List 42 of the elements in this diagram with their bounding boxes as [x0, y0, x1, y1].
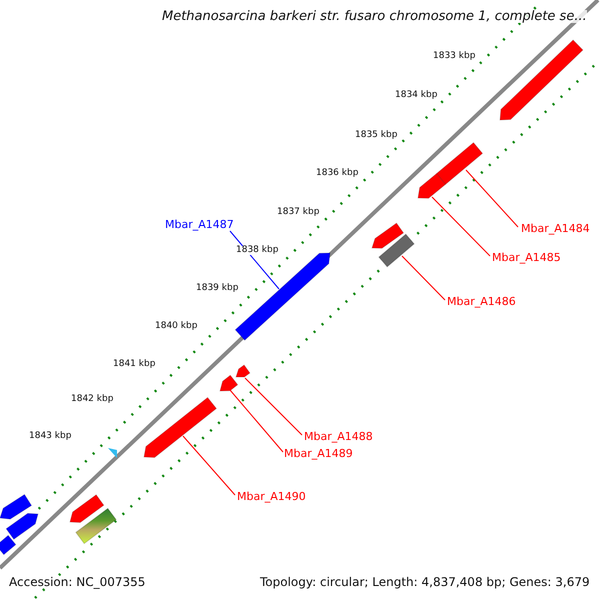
marker-triangle: [108, 448, 117, 458]
gene-feature: [499, 39, 584, 121]
gene-feature: [371, 222, 404, 249]
leader-line: [466, 170, 518, 228]
scale-label: 1842 kbp: [71, 395, 114, 404]
gene-feature: [417, 172, 446, 199]
scale-label: 1839 kbp: [196, 284, 238, 293]
gene-feature: [436, 142, 484, 186]
leader-line: [432, 196, 490, 256]
gene-label: Mbar_A1485: [492, 252, 561, 263]
gene-label: Mbar_A1490: [237, 491, 306, 502]
leader-line: [244, 378, 302, 436]
scale-label: 1841 kbp: [113, 360, 156, 369]
gene-feature: [75, 508, 117, 544]
gene-feature: [0, 534, 16, 556]
gene-label: Mbar_A1488: [304, 431, 373, 442]
gene-label: Mbar_A1487: [165, 219, 234, 230]
scale-label: 1835 kbp: [355, 131, 398, 140]
info-text: Topology: circular; Length: 4,837,408 bp; Genes: 3,679: [260, 576, 590, 588]
scale-label: 1843 kbp: [29, 432, 72, 441]
scale-label: 1837 kbp: [277, 208, 320, 217]
gene-label: Mbar_A1486: [447, 296, 516, 307]
gene-feature: [6, 512, 39, 540]
leader-line: [182, 436, 236, 496]
gene-feature: [69, 494, 104, 523]
info-text: Accession: NC_007355: [9, 576, 146, 588]
scale-label: 1834 kbp: [395, 91, 438, 100]
gene-label: Mbar_A1489: [284, 448, 353, 459]
gene-feature: [378, 233, 415, 268]
gene-feature: [219, 374, 238, 392]
leader-line: [230, 390, 284, 452]
scale-label: 1840 kbp: [155, 322, 198, 331]
scale-label: 1836 kbp: [316, 169, 358, 178]
leader-line: [402, 256, 446, 300]
title: Methanosarcina barkeri str. fusaro chromosome 1, complete se...: [162, 10, 587, 23]
gene-feature: [0, 494, 32, 520]
scale-label: 1838 kbp: [236, 246, 278, 255]
gene-feature: [235, 364, 251, 378]
gene-feature: [143, 396, 218, 458]
leader-line: [230, 230, 280, 290]
scale-label: 1833 kbp: [433, 52, 476, 61]
gene-label: Mbar_A1484: [521, 223, 590, 234]
